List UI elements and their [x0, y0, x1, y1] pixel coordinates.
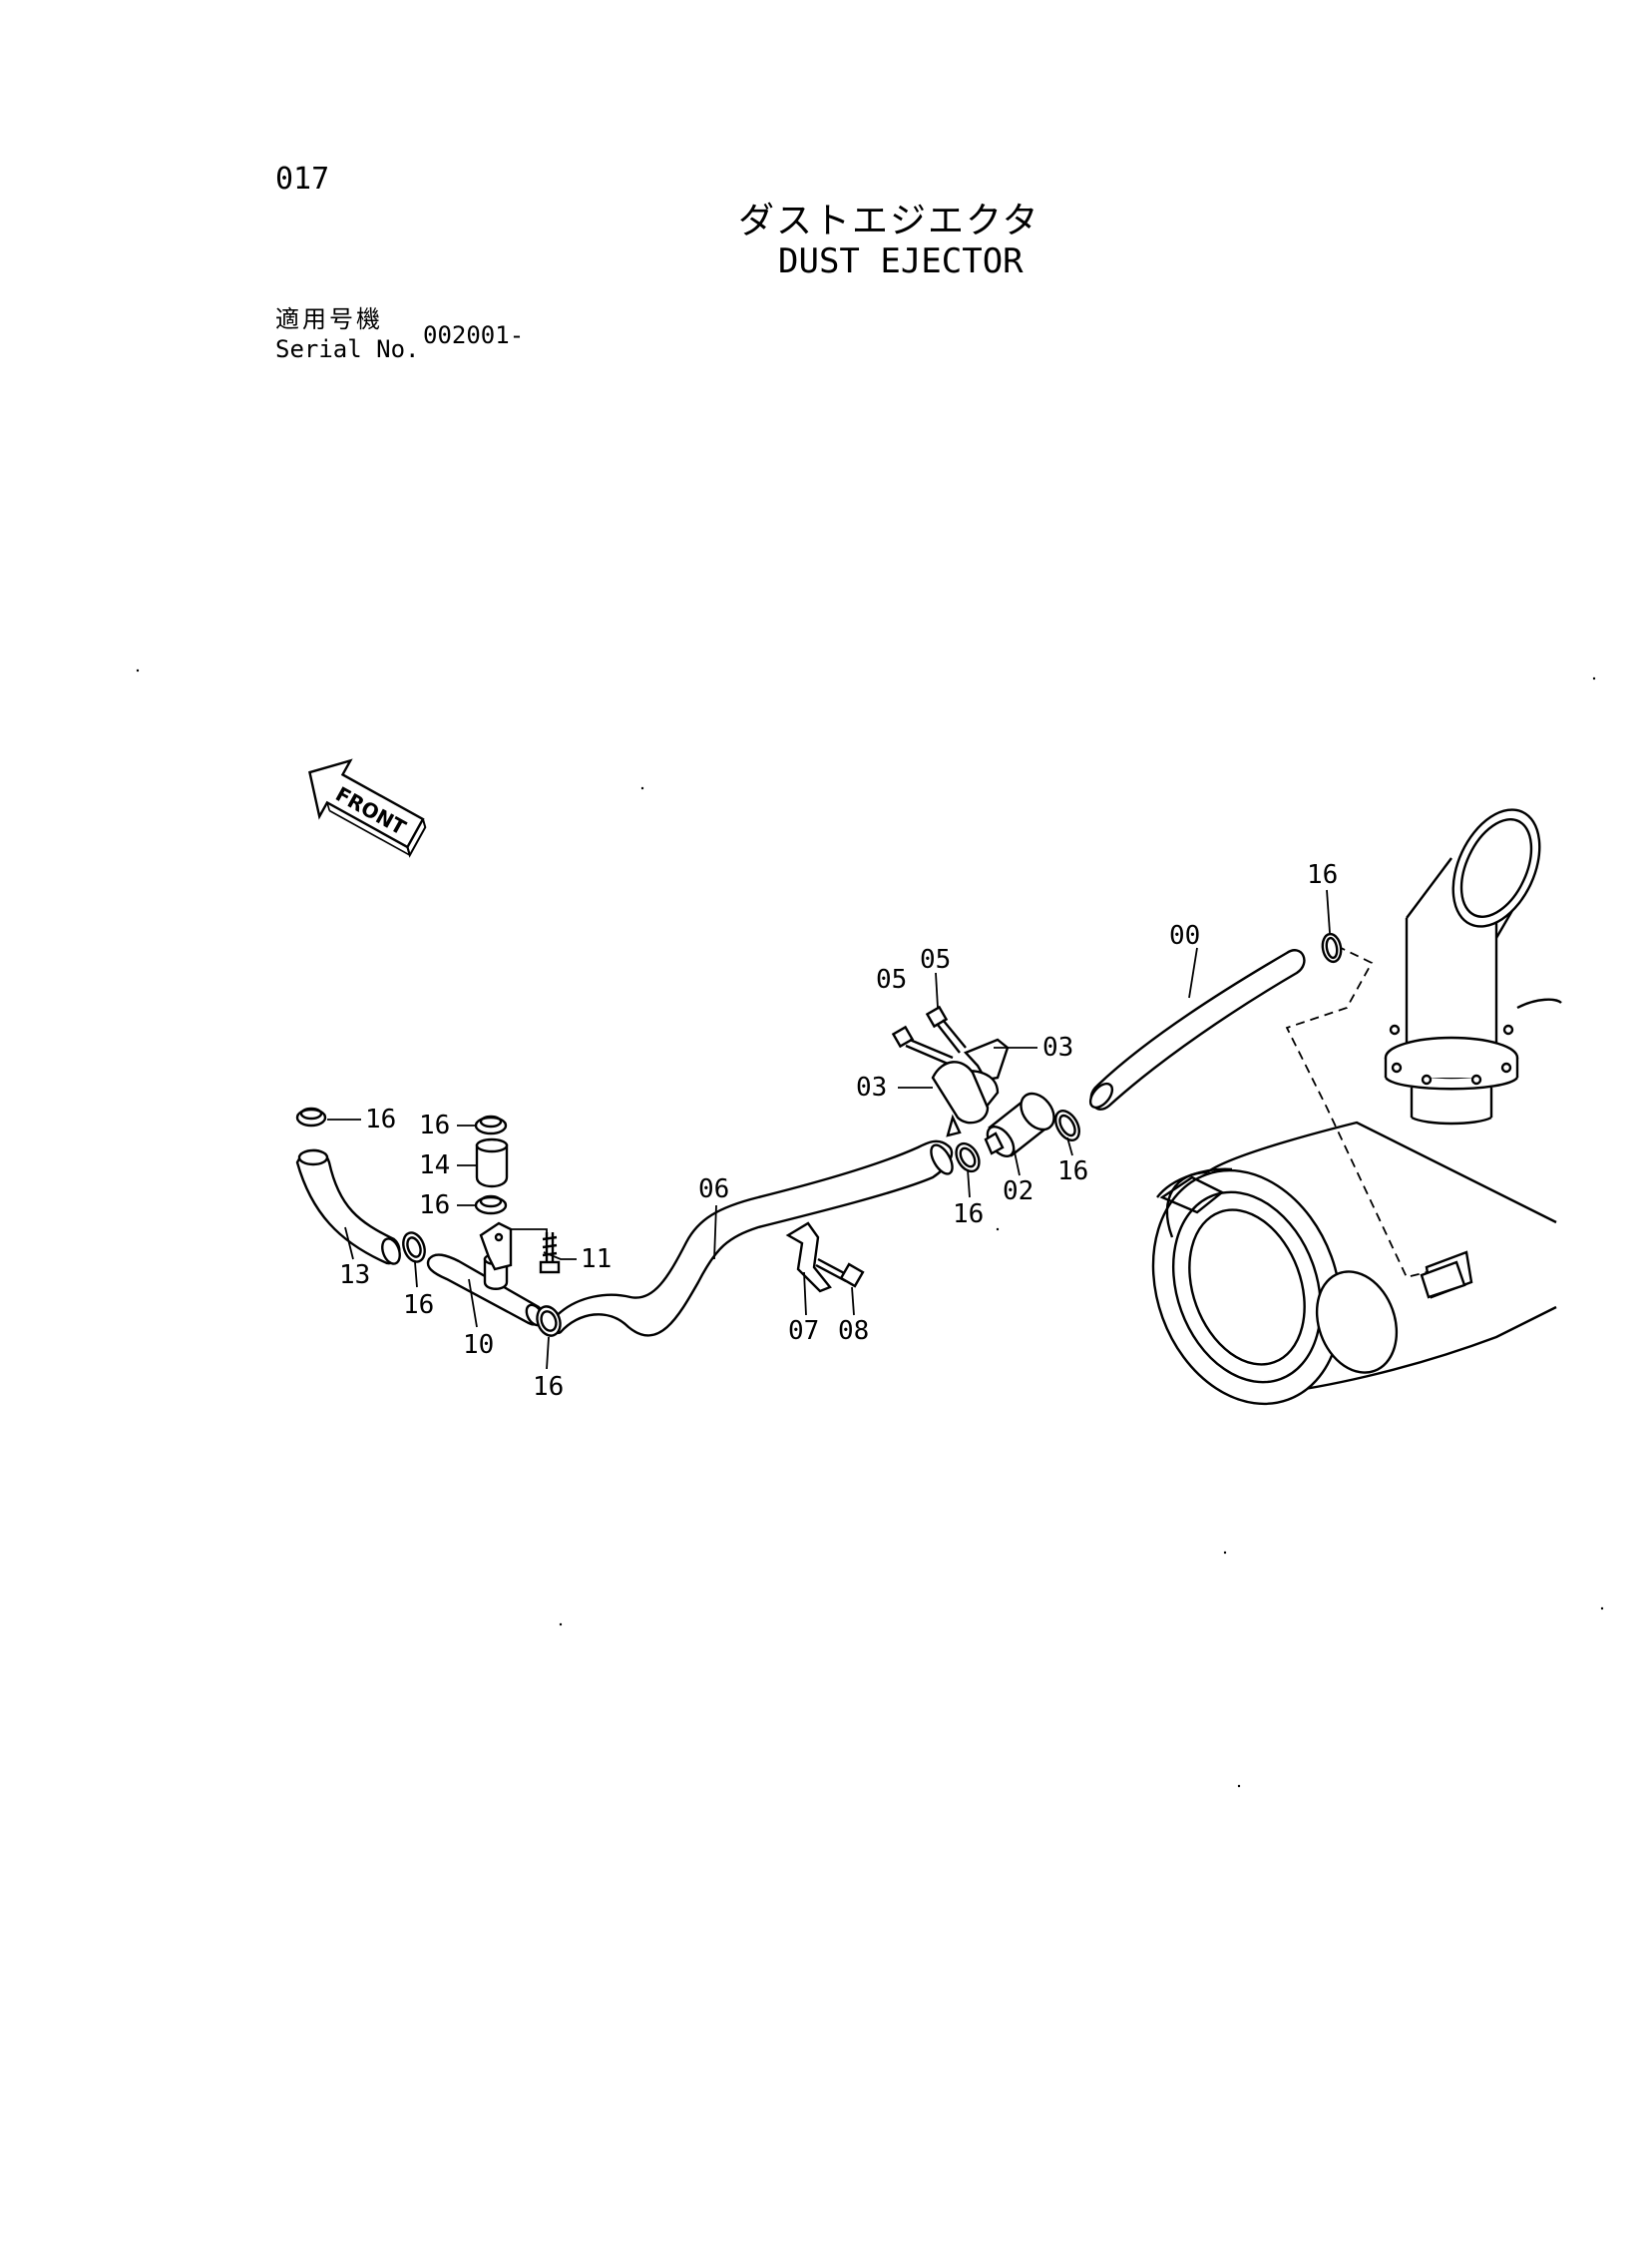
- part-16-clamp-right: [1054, 1110, 1080, 1141]
- callout-02: 02: [1003, 1176, 1033, 1206]
- part-16-clamp-stack-mid: [474, 1194, 508, 1215]
- part-16-clamp-top-right: [1321, 932, 1343, 964]
- part-07-clip: [785, 1221, 832, 1293]
- callout-leaders: [327, 889, 1331, 1370]
- callout-11: 11: [581, 1244, 612, 1274]
- part-05-bolt-lower: [891, 1025, 954, 1066]
- callout-08: 08: [838, 1316, 869, 1346]
- serial-label-english: Serial No.: [275, 335, 420, 363]
- air-cleaner-assembly: [1151, 808, 1562, 1406]
- callout-07: 07: [788, 1316, 819, 1346]
- callout-00: 00: [1169, 921, 1200, 951]
- part-16-clamp-bottom: [536, 1305, 562, 1337]
- part-13-elbow-hose: [295, 1148, 401, 1265]
- callout-05-a: 05: [920, 945, 951, 975]
- callout-16-stack-top: 16: [419, 1111, 450, 1140]
- callout-06: 06: [698, 1174, 729, 1204]
- callout-16-right: 16: [1057, 1156, 1088, 1186]
- callout-03-right: 03: [1042, 1033, 1073, 1063]
- connection-dashed-line: [1285, 945, 1428, 1279]
- part-16-clamp-far-left: [295, 1107, 327, 1128]
- title-english: DUST EJECTOR: [778, 241, 1024, 281]
- callout-03-left: 03: [856, 1073, 887, 1103]
- callout-16-top: 16: [1307, 860, 1338, 890]
- page-number: 017: [275, 162, 330, 197]
- part-06-long-hose: [553, 1139, 954, 1337]
- title-japanese: ダストエジエクタ: [738, 201, 1040, 241]
- callout-16-far-left: 16: [365, 1105, 396, 1134]
- serial-label-japanese: 適用号機: [275, 305, 383, 333]
- callout-16-bottom: 16: [533, 1372, 564, 1402]
- part-03-clamp-lower: [931, 1061, 990, 1137]
- front-arrow-icon: FRONT: [308, 758, 427, 858]
- part-10-tee-pipe: [426, 1221, 545, 1327]
- part-11-bolt: [539, 1232, 561, 1274]
- part-14-hose-coupler: [475, 1137, 509, 1188]
- callout-05-b: 05: [876, 965, 907, 995]
- part-05-bolt-upper: [925, 1005, 967, 1054]
- part-08-bolt: [815, 1257, 865, 1288]
- callout-10: 10: [463, 1330, 494, 1360]
- serial-number-value: 002001-: [423, 321, 525, 349]
- part-00-hose: [1088, 949, 1306, 1111]
- callout-16-stack-mid: 16: [419, 1190, 450, 1220]
- callout-numbers: 16 00 05 05 03 03 16 02 16 06 07 08 16 1…: [339, 860, 1338, 1402]
- part-02-dust-valve: [984, 1092, 1055, 1157]
- scan-specks: [136, 669, 1604, 1788]
- callout-16-mid: 16: [953, 1199, 984, 1229]
- part-16-clamp-left-low: [402, 1231, 426, 1263]
- part-16-clamp-mid: [955, 1141, 981, 1173]
- callout-14: 14: [419, 1150, 450, 1180]
- callout-16-left-low: 16: [403, 1290, 434, 1320]
- callout-13: 13: [339, 1260, 370, 1290]
- part-16-clamp-stack-top: [474, 1115, 508, 1135]
